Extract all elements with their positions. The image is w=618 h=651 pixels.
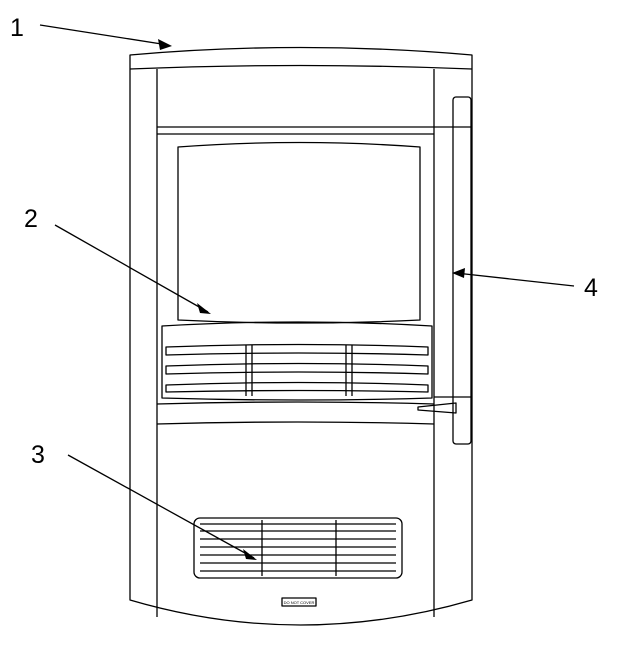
door-grille-bar-3 <box>165 381 429 393</box>
arrowhead-3 <box>243 549 257 560</box>
stove-body-outline <box>129 46 473 626</box>
firebox-top-band <box>157 126 472 135</box>
warning-plate <box>281 597 317 607</box>
callout-4: 4 <box>584 274 598 302</box>
door-handle[interactable] <box>452 96 472 445</box>
arrowhead-1 <box>158 39 172 50</box>
leader-line-2 <box>54 224 209 313</box>
leader-line-1 <box>39 24 169 46</box>
vent-divider <box>261 520 337 576</box>
callout-2: 2 <box>24 205 38 233</box>
leader-line-3 <box>67 454 255 559</box>
door-lower-edge <box>156 401 435 405</box>
grille-divider-right <box>345 345 353 396</box>
callout-3: 3 <box>31 441 45 469</box>
door-grille-bar-2 <box>165 362 429 375</box>
handle-latch[interactable] <box>417 396 471 414</box>
door-grille-frame <box>161 321 433 401</box>
grille-divider-left <box>245 345 253 396</box>
arrowhead-4 <box>452 268 465 278</box>
top-cover <box>129 64 473 70</box>
ash-compartment-top <box>156 421 435 425</box>
door-glass <box>177 141 421 324</box>
warning-plate-text: DO NOT COVER <box>284 600 315 605</box>
arrowhead-2 <box>197 303 211 314</box>
door-grille-bar-1 <box>165 343 429 356</box>
leader-line-4 <box>455 272 575 287</box>
air-vent[interactable] <box>193 517 403 579</box>
callout-1: 1 <box>10 14 24 42</box>
